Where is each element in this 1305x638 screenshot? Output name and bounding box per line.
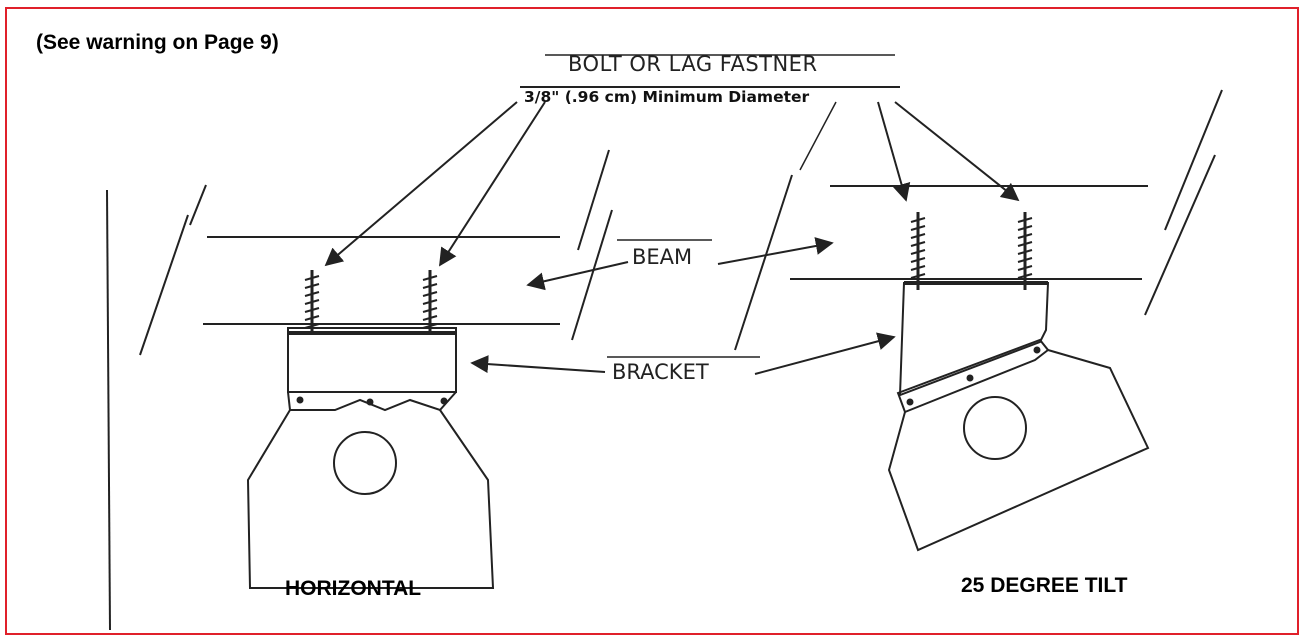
heater-opening	[333, 431, 397, 495]
break-mark	[571, 209, 613, 341]
arrow-fastener	[324, 101, 518, 267]
mounting-plate	[287, 391, 457, 412]
arrow-fastener	[894, 101, 1020, 202]
beam-label: BEAM	[632, 245, 693, 269]
arrow-beam-left	[526, 261, 629, 291]
wall-line	[106, 189, 111, 631]
heater-body	[887, 349, 1150, 552]
tilt-caption: 25 DEGREE TILT	[961, 574, 1128, 597]
warning-note: (See warning on Page 9)	[36, 31, 279, 54]
bracket-plate	[287, 327, 457, 393]
heater-body	[246, 409, 495, 589]
arrow-fastener	[877, 101, 911, 202]
mounting-plate	[896, 338, 1050, 414]
break-mark	[1144, 154, 1216, 316]
leader-line	[799, 101, 837, 171]
lag-screw	[304, 270, 320, 332]
horizontal-caption: HORIZONTAL	[285, 577, 422, 600]
fastener-spec: 3/8" (.96 cm) Minimum Diameter	[524, 88, 810, 106]
break-mark	[1164, 89, 1223, 231]
heater-opening	[963, 396, 1027, 460]
bracket-label: BRACKET	[612, 360, 709, 384]
break-mark	[734, 174, 793, 351]
arrow-beam-right	[717, 237, 834, 265]
diagram-frame	[5, 7, 1299, 635]
break-mark	[139, 214, 189, 356]
lag-screw	[1017, 212, 1033, 290]
lag-screw	[910, 212, 926, 290]
arrow-fastener	[439, 101, 546, 267]
arrow-bracket-right	[754, 332, 896, 375]
arrow-bracket-left	[470, 355, 606, 374]
break-mark	[577, 149, 610, 251]
lag-screw	[422, 270, 438, 332]
break-mark	[189, 184, 207, 226]
fastener-title: BOLT OR LAG FASTNER	[568, 52, 818, 76]
